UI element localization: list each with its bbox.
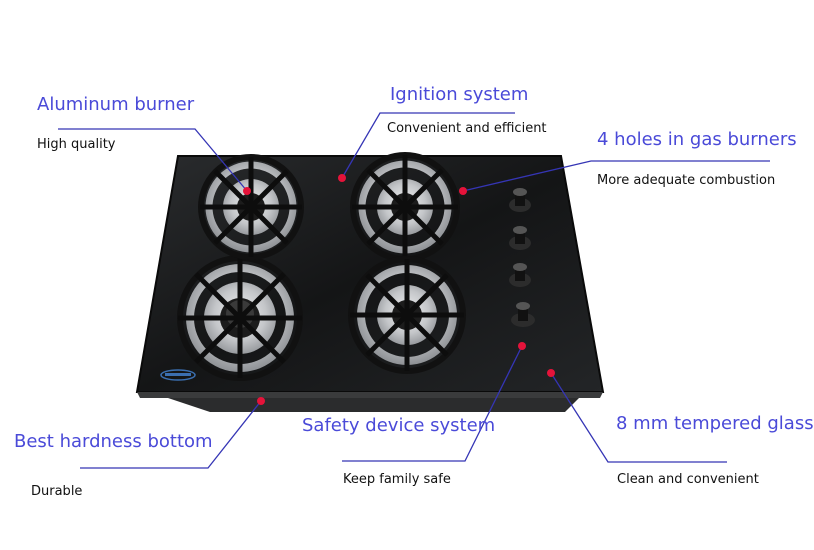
knob-4 xyxy=(511,302,535,327)
feature-desc-ignition-system: Convenient and efficient xyxy=(387,121,547,136)
burner-rear-left xyxy=(198,154,304,260)
feature-desc-aluminum-burner: High quality xyxy=(37,137,116,152)
burner-front-left xyxy=(177,255,303,381)
feature-desc-hardness-bottom: Durable xyxy=(31,484,83,499)
leader-4-holes xyxy=(462,160,770,192)
marker-4-holes xyxy=(459,187,467,195)
cooktop-brand-logo xyxy=(160,369,196,381)
marker-safety-device xyxy=(518,342,526,350)
burner-front-right xyxy=(348,256,466,374)
leader-ignition-system xyxy=(341,112,515,179)
feature-title-safety-device: Safety device system xyxy=(302,415,496,436)
feature-title-aluminum-burner: Aluminum burner xyxy=(37,94,195,115)
leader-aluminum-burner xyxy=(58,128,248,192)
feature-desc-safety-device: Keep family safe xyxy=(343,472,451,487)
marker-dots xyxy=(243,174,555,405)
leader-safety-device xyxy=(342,345,523,462)
feature-title-4-holes: 4 holes in gas burners xyxy=(597,129,797,150)
knob-3 xyxy=(509,263,531,287)
leader-hardness-bottom xyxy=(80,400,262,469)
marker-hardness-bottom xyxy=(257,397,265,405)
leader-tempered-glass xyxy=(550,372,727,463)
leader-lines xyxy=(58,112,770,469)
marker-tempered-glass xyxy=(547,369,555,377)
feature-title-hardness-bottom: Best hardness bottom xyxy=(14,431,213,452)
feature-title-ignition-system: Ignition system xyxy=(390,84,529,105)
glass-edge xyxy=(137,392,603,398)
feature-desc-4-holes: More adequate combustion xyxy=(597,173,776,188)
marker-ignition-system xyxy=(338,174,346,182)
feature-desc-tempered-glass: Clean and convenient xyxy=(617,472,759,487)
feature-title-tempered-glass: 8 mm tempered glass xyxy=(616,413,814,434)
knob-2 xyxy=(509,226,531,250)
marker-aluminum-burner xyxy=(243,187,251,195)
control-knobs xyxy=(509,188,535,327)
knob-1 xyxy=(509,188,531,212)
burner-rear-right xyxy=(350,152,460,262)
